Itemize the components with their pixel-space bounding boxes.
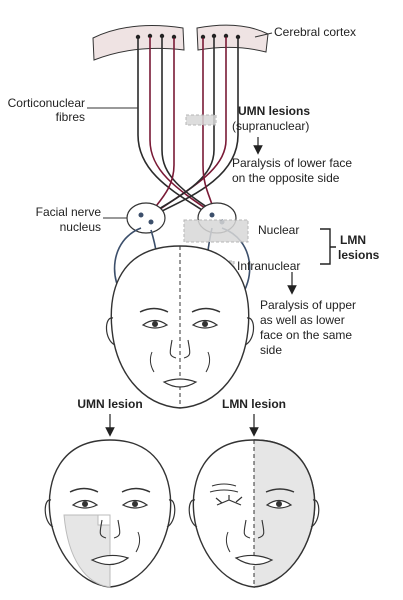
label-lmn-effect-4: side bbox=[260, 343, 282, 357]
label-lmn-effect-1: Paralysis of upper bbox=[260, 298, 356, 312]
label-lmn-1: LMN bbox=[340, 233, 366, 247]
umn-lesion-face bbox=[44, 439, 176, 588]
cortex-leader-line bbox=[254, 32, 273, 38]
lmn-paralysis-shade bbox=[254, 440, 315, 587]
cortex-neurons bbox=[135, 33, 241, 40]
corticonuclear-fibres bbox=[137, 37, 239, 219]
facial-nucleus-left bbox=[126, 202, 166, 234]
label-facial-nucleus-1: Facial nerve bbox=[36, 205, 102, 219]
umn-paralysis-shade bbox=[63, 514, 111, 588]
label-lmn-effect-2: as well as lower bbox=[260, 313, 345, 327]
label-lmn-effect-3: face on the same bbox=[260, 328, 352, 342]
label-umn-lesion: UMN lesion bbox=[77, 397, 142, 411]
label-supranuclear: (supranuclear) bbox=[232, 119, 309, 133]
main-face bbox=[105, 245, 255, 409]
cortex-strip-right bbox=[196, 24, 269, 53]
label-lmn-lesion: LMN lesion bbox=[222, 397, 286, 411]
label-umn-lesions: UMN lesions bbox=[238, 104, 310, 118]
label-corticonuclear-1: Corticonuclear bbox=[8, 96, 85, 110]
label-lmn-2: lesions bbox=[338, 248, 380, 262]
label-facial-nucleus-2: nucleus bbox=[60, 220, 101, 234]
label-nuclear: Nuclear bbox=[258, 223, 299, 237]
label-umn-effect-2: on the opposite side bbox=[232, 171, 340, 185]
label-infranuclear: Infranuclear bbox=[237, 259, 300, 273]
label-corticonuclear-2: fibres bbox=[56, 110, 85, 124]
lmn-lesion-face bbox=[188, 439, 320, 588]
label-cerebral-cortex: Cerebral cortex bbox=[274, 25, 356, 39]
label-umn-effect-1: Paralysis of lower face bbox=[232, 156, 352, 170]
lmn-bracket bbox=[320, 228, 336, 265]
